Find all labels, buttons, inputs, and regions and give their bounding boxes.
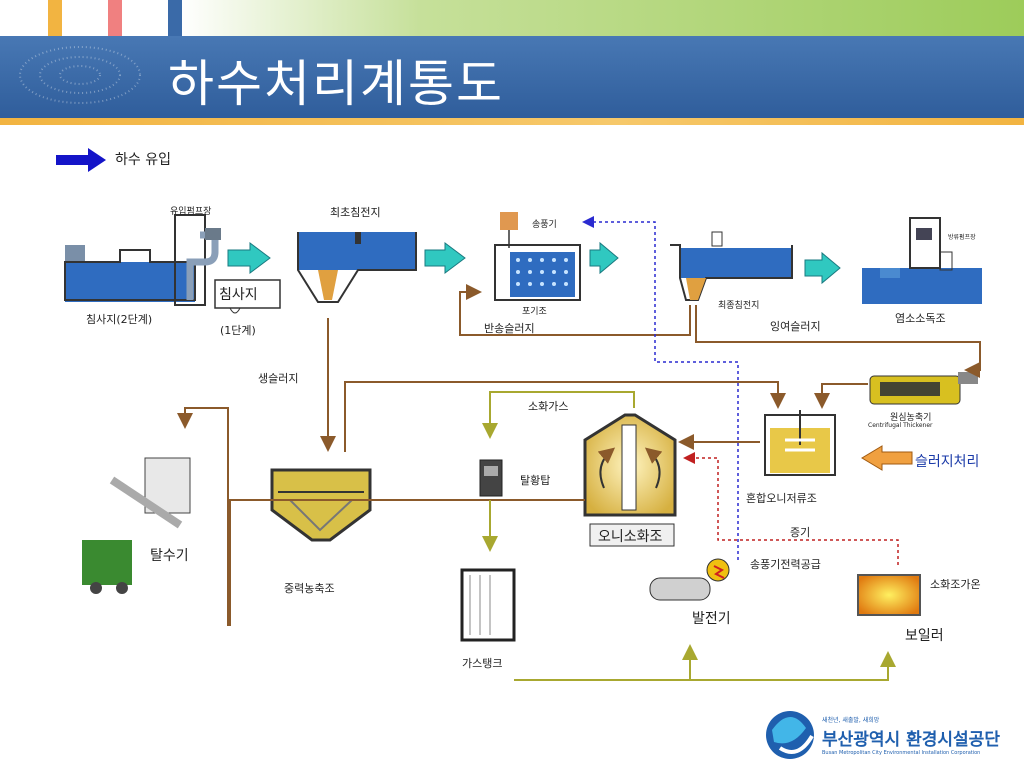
- logo-name: 부산광역시 환경시설공단: [822, 730, 1000, 750]
- flow-thickener-to-mixing: [344, 381, 786, 452]
- title-underline: [0, 118, 1024, 125]
- grit-box: [214, 279, 281, 309]
- arrow-grit-to-primary: [227, 242, 271, 274]
- inflow-legend-arrow: [56, 148, 106, 172]
- label-grit-box: 침사지: [219, 287, 258, 303]
- gravity-thickener-illustration: [270, 468, 372, 542]
- label-gas-tank: 가스탱크: [462, 657, 503, 670]
- label-generator: 발전기: [692, 611, 731, 627]
- label-chlorine-tank: 염소소독조: [895, 312, 946, 325]
- arrow-final-to-chlorine: [804, 251, 841, 285]
- label-digester-heating: 소화조가온: [930, 578, 981, 591]
- label-centrifuge-en: Centrifugal Thickener: [868, 422, 933, 429]
- aeration-tank-illustration: [494, 212, 581, 301]
- label-dewaterer: 탈수기: [150, 548, 189, 564]
- label-blower: 송풍기: [532, 220, 557, 230]
- label-mixing-tank: 혼합오니저류조: [746, 492, 817, 505]
- digester-illustration: [583, 413, 677, 547]
- label-return-sludge: 반송슬러지: [484, 322, 535, 335]
- legend-inflow-label: 하수 유입: [115, 152, 171, 168]
- label-grit-stage1: (1단계): [220, 324, 256, 337]
- label-discharge-pump: 방류펌프장: [948, 234, 976, 241]
- label-digester: 오니소화조: [598, 529, 663, 545]
- sludge-treatment-arrow: [861, 445, 913, 471]
- logo-tagline: 새천년, 새출발, 새희망: [822, 717, 880, 724]
- label-gravity-thickener: 중력농축조: [284, 582, 335, 595]
- flow-steam: [683, 452, 899, 565]
- flow-centrifuge-to-mixing: [814, 383, 868, 409]
- flow-gas-to-generator-boiler: [514, 651, 896, 681]
- arrow-primary-to-aeration: [424, 242, 466, 274]
- label-centrifuge: 원심농축기: [890, 413, 932, 423]
- label-boiler: 보일러: [905, 628, 944, 644]
- primary-clarifier-illustration: [297, 232, 417, 303]
- flow-return-sludge: [459, 284, 691, 336]
- label-aeration-tank: 포기조: [522, 307, 547, 317]
- label-raw-sludge: 생슬러지: [258, 372, 299, 385]
- final-clarifier-illustration: [670, 231, 793, 301]
- generator-illustration: [649, 558, 730, 601]
- flow-blower-power: [582, 216, 739, 560]
- accent-bar-blue: [168, 0, 182, 36]
- flow-digester-gas: [482, 391, 635, 439]
- chlorine-tank-illustration: [862, 217, 982, 304]
- label-desulfurizer: 탈황탑: [520, 474, 551, 487]
- banner-dot-pattern: [19, 46, 141, 104]
- label-grit-chamber: 침사지(2단계): [86, 313, 153, 326]
- accent-bar-orange: [48, 0, 62, 36]
- label-final-clarifier: 최종침전지: [718, 301, 760, 311]
- label-blower-power: 송풍기전력공급: [750, 558, 821, 571]
- label-primary-clarifier: 최초침전지: [330, 206, 381, 219]
- grit-chamber-illustration: [64, 214, 221, 306]
- accent-bar-pink: [108, 0, 122, 36]
- title-banner: [0, 36, 1024, 122]
- desulfurizer-illustration: [479, 459, 503, 497]
- arrow-aeration-to-final: [589, 241, 619, 275]
- flow-digester-to-dewaterer: [177, 407, 585, 626]
- slide-title: 하수처리계통도: [168, 55, 504, 113]
- centrifuge-illustration: [869, 372, 978, 405]
- logo-english: Busan Metropolitan City Environmental In…: [822, 750, 981, 756]
- label-inflow-pump: 유입펌프장: [170, 207, 212, 217]
- mixing-tank-illustration: [764, 410, 836, 476]
- label-digester-gas: 소화가스: [528, 400, 569, 413]
- organization-logo-mark: [766, 711, 814, 759]
- label-sludge-treatment: 슬러지처리: [915, 454, 980, 470]
- label-excess-sludge: 잉여슬러지: [770, 320, 821, 333]
- boiler-illustration: [857, 574, 921, 616]
- dewaterer-illustration: [82, 457, 191, 594]
- gas-tank-illustration: [460, 568, 516, 642]
- label-steam: 증기: [790, 526, 811, 539]
- flow-excess-sludge: [695, 305, 981, 378]
